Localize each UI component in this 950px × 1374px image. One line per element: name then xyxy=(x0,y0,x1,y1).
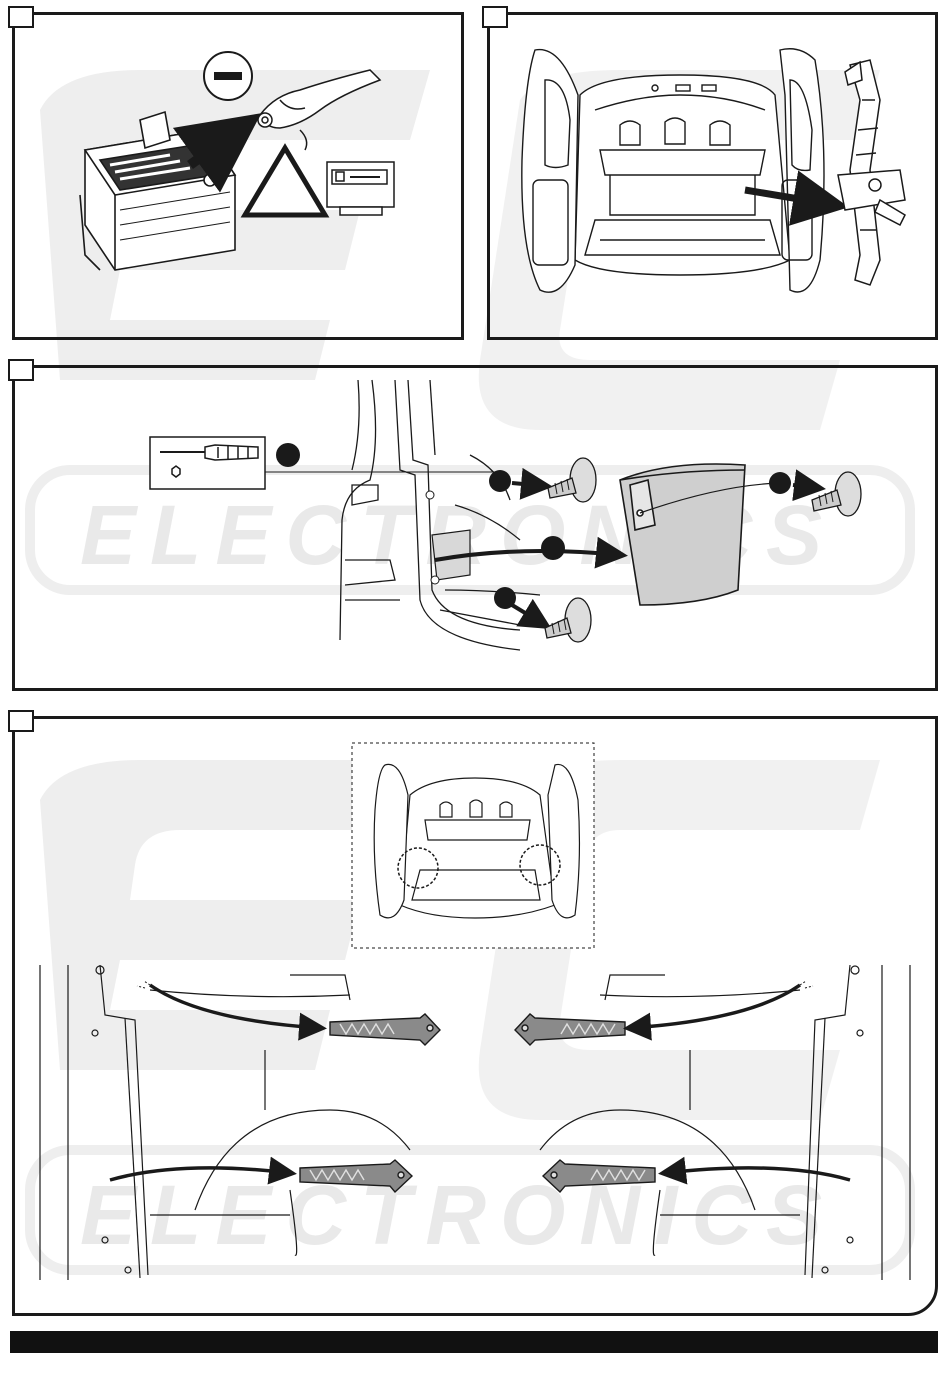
push-clip-icon xyxy=(548,458,596,502)
door-frame-icon xyxy=(340,380,540,650)
step-number-box xyxy=(8,359,34,381)
trim-clip-icon xyxy=(330,1014,440,1045)
callout-badge xyxy=(769,472,791,494)
van-rear-open-icon xyxy=(522,49,824,292)
step-number-box xyxy=(8,710,34,732)
trim-clip-icon xyxy=(543,1160,655,1192)
step-number-box xyxy=(8,6,34,28)
arrow-icon xyxy=(512,605,545,625)
warning-triangle-icon xyxy=(245,148,325,215)
storage-pocket-icon xyxy=(620,464,745,605)
arrow-icon xyxy=(150,985,320,1028)
torx-screwdriver-icon xyxy=(150,437,265,489)
cargo-interior-icon xyxy=(40,965,910,1280)
push-clip-icon xyxy=(812,472,861,516)
radio-code-icon xyxy=(327,162,394,215)
jack-icon xyxy=(838,60,905,285)
trim-clip-icon xyxy=(515,1014,625,1045)
arrow-icon xyxy=(110,1168,290,1180)
trim-clip-icon xyxy=(300,1160,412,1192)
battery-icon xyxy=(80,112,235,270)
negative-terminal-icon xyxy=(204,52,252,100)
step-number-box xyxy=(482,6,508,28)
callout-badge xyxy=(489,470,511,492)
push-clip-icon xyxy=(545,598,591,642)
hand-icon xyxy=(258,70,380,150)
arrow-icon xyxy=(665,1168,850,1180)
arrow-icon xyxy=(512,483,545,486)
callout-badge xyxy=(276,443,300,467)
arrow-icon xyxy=(793,485,818,488)
footer-bar xyxy=(10,1331,938,1353)
callout-badge xyxy=(541,536,565,560)
arrow-icon xyxy=(630,985,800,1028)
